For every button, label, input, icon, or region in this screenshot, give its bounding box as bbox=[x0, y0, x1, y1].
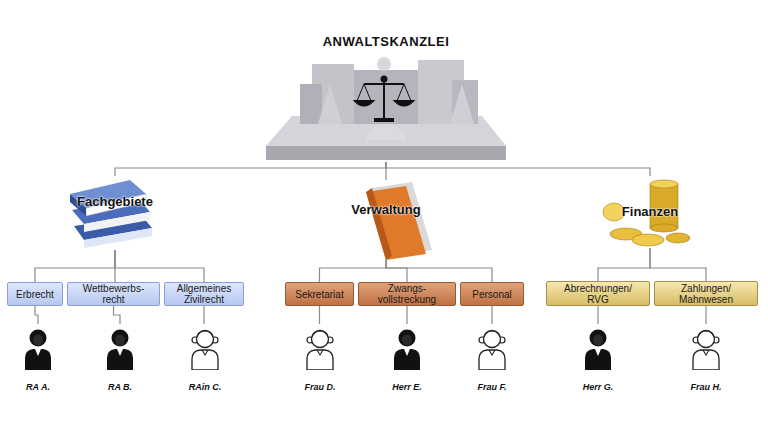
org-connector bbox=[35, 306, 38, 324]
category-node: Fachgebiete bbox=[62, 176, 168, 250]
org-connector bbox=[386, 260, 407, 282]
person-node: RAin C. bbox=[175, 324, 235, 394]
building-illustration bbox=[266, 57, 506, 160]
department-box: Personal bbox=[460, 282, 524, 306]
department-box: Erbrecht bbox=[7, 282, 63, 306]
block bbox=[300, 84, 322, 124]
person-icon bbox=[192, 331, 218, 371]
category-node: Finanzen bbox=[598, 176, 702, 248]
org-connector bbox=[597, 306, 598, 324]
coin bbox=[666, 233, 690, 243]
person-node: Herr E. bbox=[377, 324, 437, 394]
org-connector bbox=[35, 250, 115, 282]
scales-pan bbox=[395, 101, 413, 106]
folder-icon bbox=[366, 182, 432, 260]
department-box: Zwangs- vollstreckung bbox=[358, 282, 456, 306]
person-icon bbox=[394, 330, 420, 371]
person-name: RAin C. bbox=[165, 382, 245, 392]
org-connector bbox=[320, 260, 387, 282]
department-box: Sekretariat bbox=[285, 282, 354, 306]
person-icon bbox=[307, 331, 333, 371]
org-connector bbox=[705, 306, 706, 324]
person-name: Frau H. bbox=[666, 382, 746, 392]
scales-chain bbox=[357, 84, 371, 101]
person-name: Herr E. bbox=[367, 382, 447, 392]
org-connector bbox=[114, 306, 121, 324]
scales-pan bbox=[355, 101, 373, 106]
person-node: Frau H. bbox=[676, 324, 736, 394]
books-icon bbox=[70, 180, 152, 248]
department-label: Zwangs- vollstreckung bbox=[365, 283, 449, 305]
org-connector bbox=[319, 306, 320, 324]
category-label: Verwaltung bbox=[320, 202, 452, 217]
department-box: Allgemeines Zivilrecht bbox=[164, 282, 244, 306]
cone bbox=[450, 84, 474, 124]
coin bbox=[650, 180, 678, 188]
category-label: Fachgebiete bbox=[42, 194, 188, 209]
person-node: Frau D. bbox=[290, 324, 350, 394]
person-node: Herr G. bbox=[568, 324, 628, 394]
coin bbox=[650, 224, 678, 232]
sphere bbox=[377, 57, 391, 71]
person-name: RA B. bbox=[80, 382, 160, 392]
department-box: Wettbewerbs- recht bbox=[67, 282, 160, 306]
department-label: Abrechnungen/ RVG bbox=[553, 283, 643, 305]
category-label: Finanzen bbox=[578, 204, 722, 219]
scales-beam bbox=[364, 83, 404, 85]
book-pages bbox=[84, 228, 152, 248]
org-connector bbox=[385, 162, 386, 180]
person-icon bbox=[107, 330, 133, 371]
person-name: Frau D. bbox=[280, 382, 360, 392]
folder-cover bbox=[366, 186, 426, 260]
org-connector bbox=[598, 248, 650, 281]
department-label: Sekretariat bbox=[295, 289, 343, 300]
platform-front bbox=[266, 146, 506, 160]
category-node: Verwaltung bbox=[340, 180, 432, 260]
org-connector bbox=[386, 260, 492, 282]
person-name: Herr G. bbox=[558, 382, 638, 392]
person-icon bbox=[479, 331, 505, 371]
person-icon bbox=[585, 330, 611, 371]
person-icons bbox=[25, 330, 719, 371]
person-name: Frau F. bbox=[452, 382, 532, 392]
folder-spine bbox=[366, 188, 392, 260]
org-connector bbox=[406, 306, 407, 324]
org-connector bbox=[650, 248, 706, 281]
person-icon bbox=[25, 330, 51, 371]
department-label: Allgemeines Zivilrecht bbox=[171, 283, 237, 305]
department-label: Erbrecht bbox=[16, 289, 54, 300]
org-connector bbox=[115, 162, 386, 176]
block bbox=[354, 70, 418, 124]
coin bbox=[603, 203, 625, 221]
dome bbox=[366, 124, 406, 140]
coin bbox=[632, 234, 664, 246]
org-connector bbox=[491, 306, 492, 324]
scales-chain bbox=[397, 84, 411, 101]
cone bbox=[318, 84, 342, 124]
org-connector bbox=[386, 162, 650, 176]
department-box: Zahlungen/ Mahnwesen bbox=[654, 281, 758, 306]
org-connector bbox=[203, 306, 204, 324]
person-icon bbox=[693, 331, 719, 371]
department-label: Wettbewerbs- recht bbox=[74, 283, 153, 305]
person-node: Frau F. bbox=[462, 324, 522, 394]
firm-title: ANWALTSKANZLEI bbox=[270, 34, 502, 49]
person-node: RA A. bbox=[8, 324, 68, 394]
book-pages bbox=[84, 212, 150, 232]
person-name: RA A. bbox=[0, 382, 78, 392]
department-label: Personal bbox=[472, 289, 511, 300]
department-box: Abrechnungen/ RVG bbox=[546, 281, 650, 306]
scales-base bbox=[374, 118, 394, 122]
firm-node: ANWALTSKANZLEI bbox=[270, 28, 502, 162]
person-node: RA B. bbox=[90, 324, 150, 394]
org-connector bbox=[114, 250, 115, 282]
department-label: Zahlungen/ Mahnwesen bbox=[661, 283, 751, 305]
scales-top bbox=[382, 77, 387, 82]
scales-symbol bbox=[355, 77, 413, 121]
org-connector bbox=[115, 250, 204, 282]
